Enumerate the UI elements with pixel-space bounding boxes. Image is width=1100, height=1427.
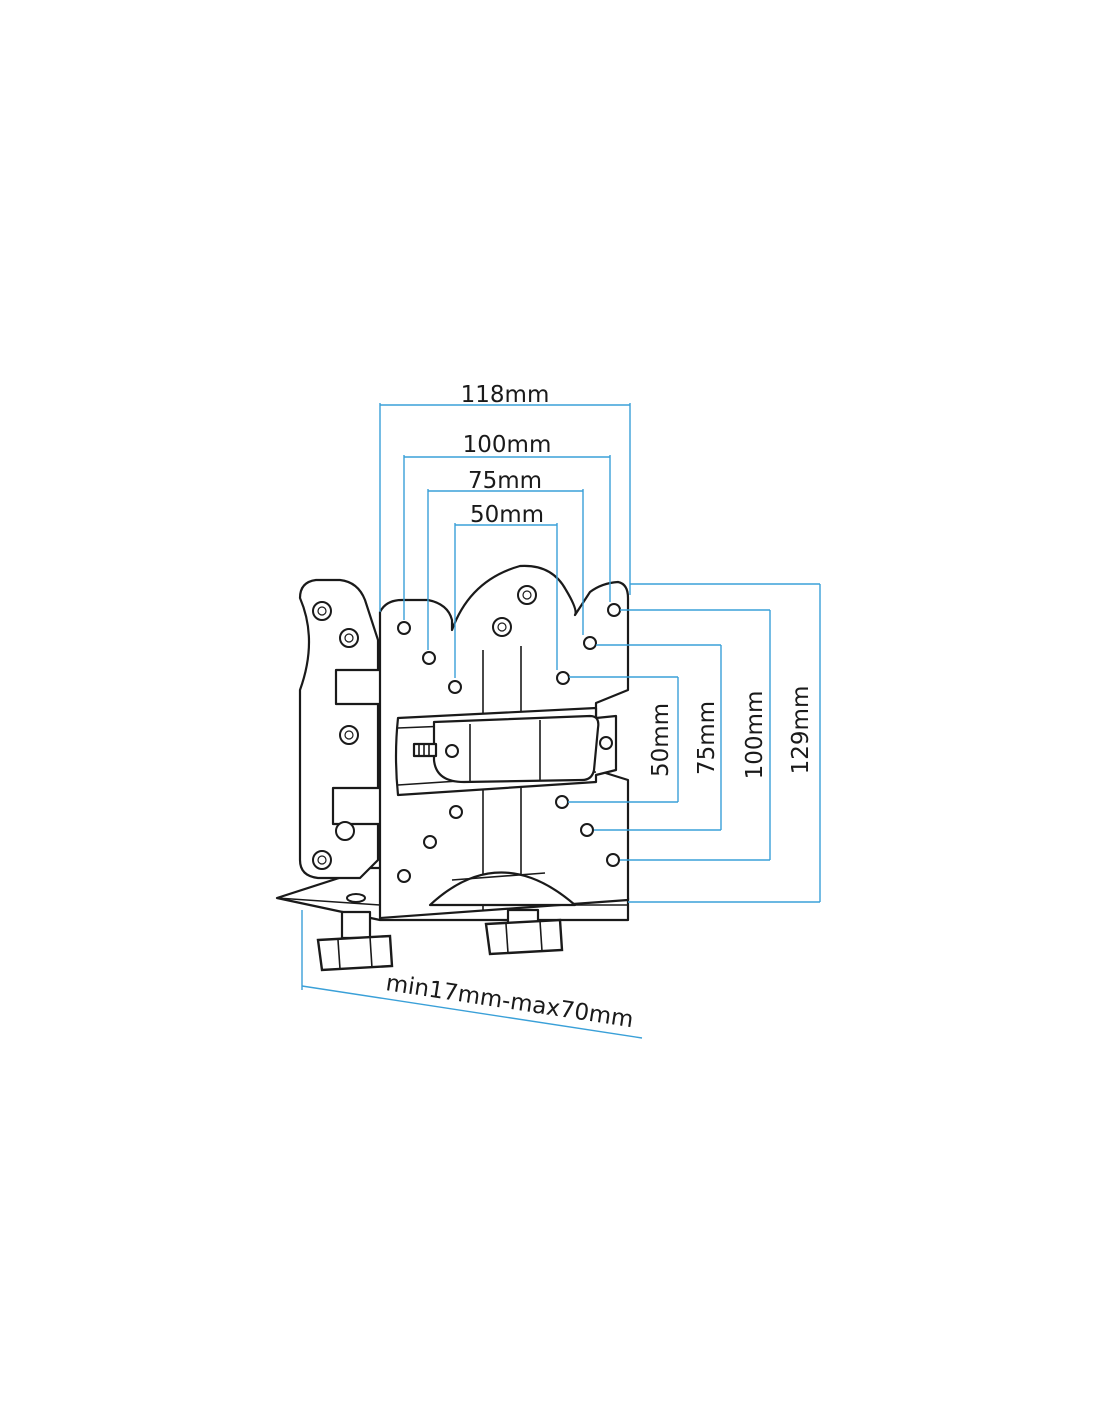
back-plate bbox=[298, 578, 390, 880]
label-width-118: 118mm bbox=[461, 382, 550, 408]
label-clamp-range: min17mm-max70mm bbox=[384, 970, 635, 1033]
label-height-129: 129mm bbox=[788, 686, 814, 775]
label-height-75: 75mm bbox=[694, 701, 720, 775]
label-height-50: 50mm bbox=[648, 703, 674, 777]
strap-band bbox=[394, 706, 618, 797]
label-width-75: 75mm bbox=[468, 468, 542, 494]
dim-clamp-range bbox=[301, 910, 643, 1039]
dim-height-75 bbox=[594, 644, 722, 831]
dim-width-118 bbox=[379, 403, 631, 612]
dim-height-50 bbox=[568, 676, 679, 803]
dim-width-75 bbox=[427, 489, 584, 650]
label-height-100: 100mm bbox=[742, 691, 768, 780]
dim-width-100 bbox=[403, 455, 611, 620]
dimension-lines bbox=[301, 403, 821, 1039]
dim-width-50 bbox=[454, 523, 558, 678]
label-width-100: 100mm bbox=[463, 432, 552, 458]
dim-height-100 bbox=[620, 609, 771, 861]
dim-height-129 bbox=[628, 583, 821, 903]
label-width-50: 50mm bbox=[470, 502, 544, 528]
clamp-knobs bbox=[316, 908, 564, 972]
bracket-drawing bbox=[275, 564, 630, 972]
mounting-holes bbox=[312, 585, 621, 883]
